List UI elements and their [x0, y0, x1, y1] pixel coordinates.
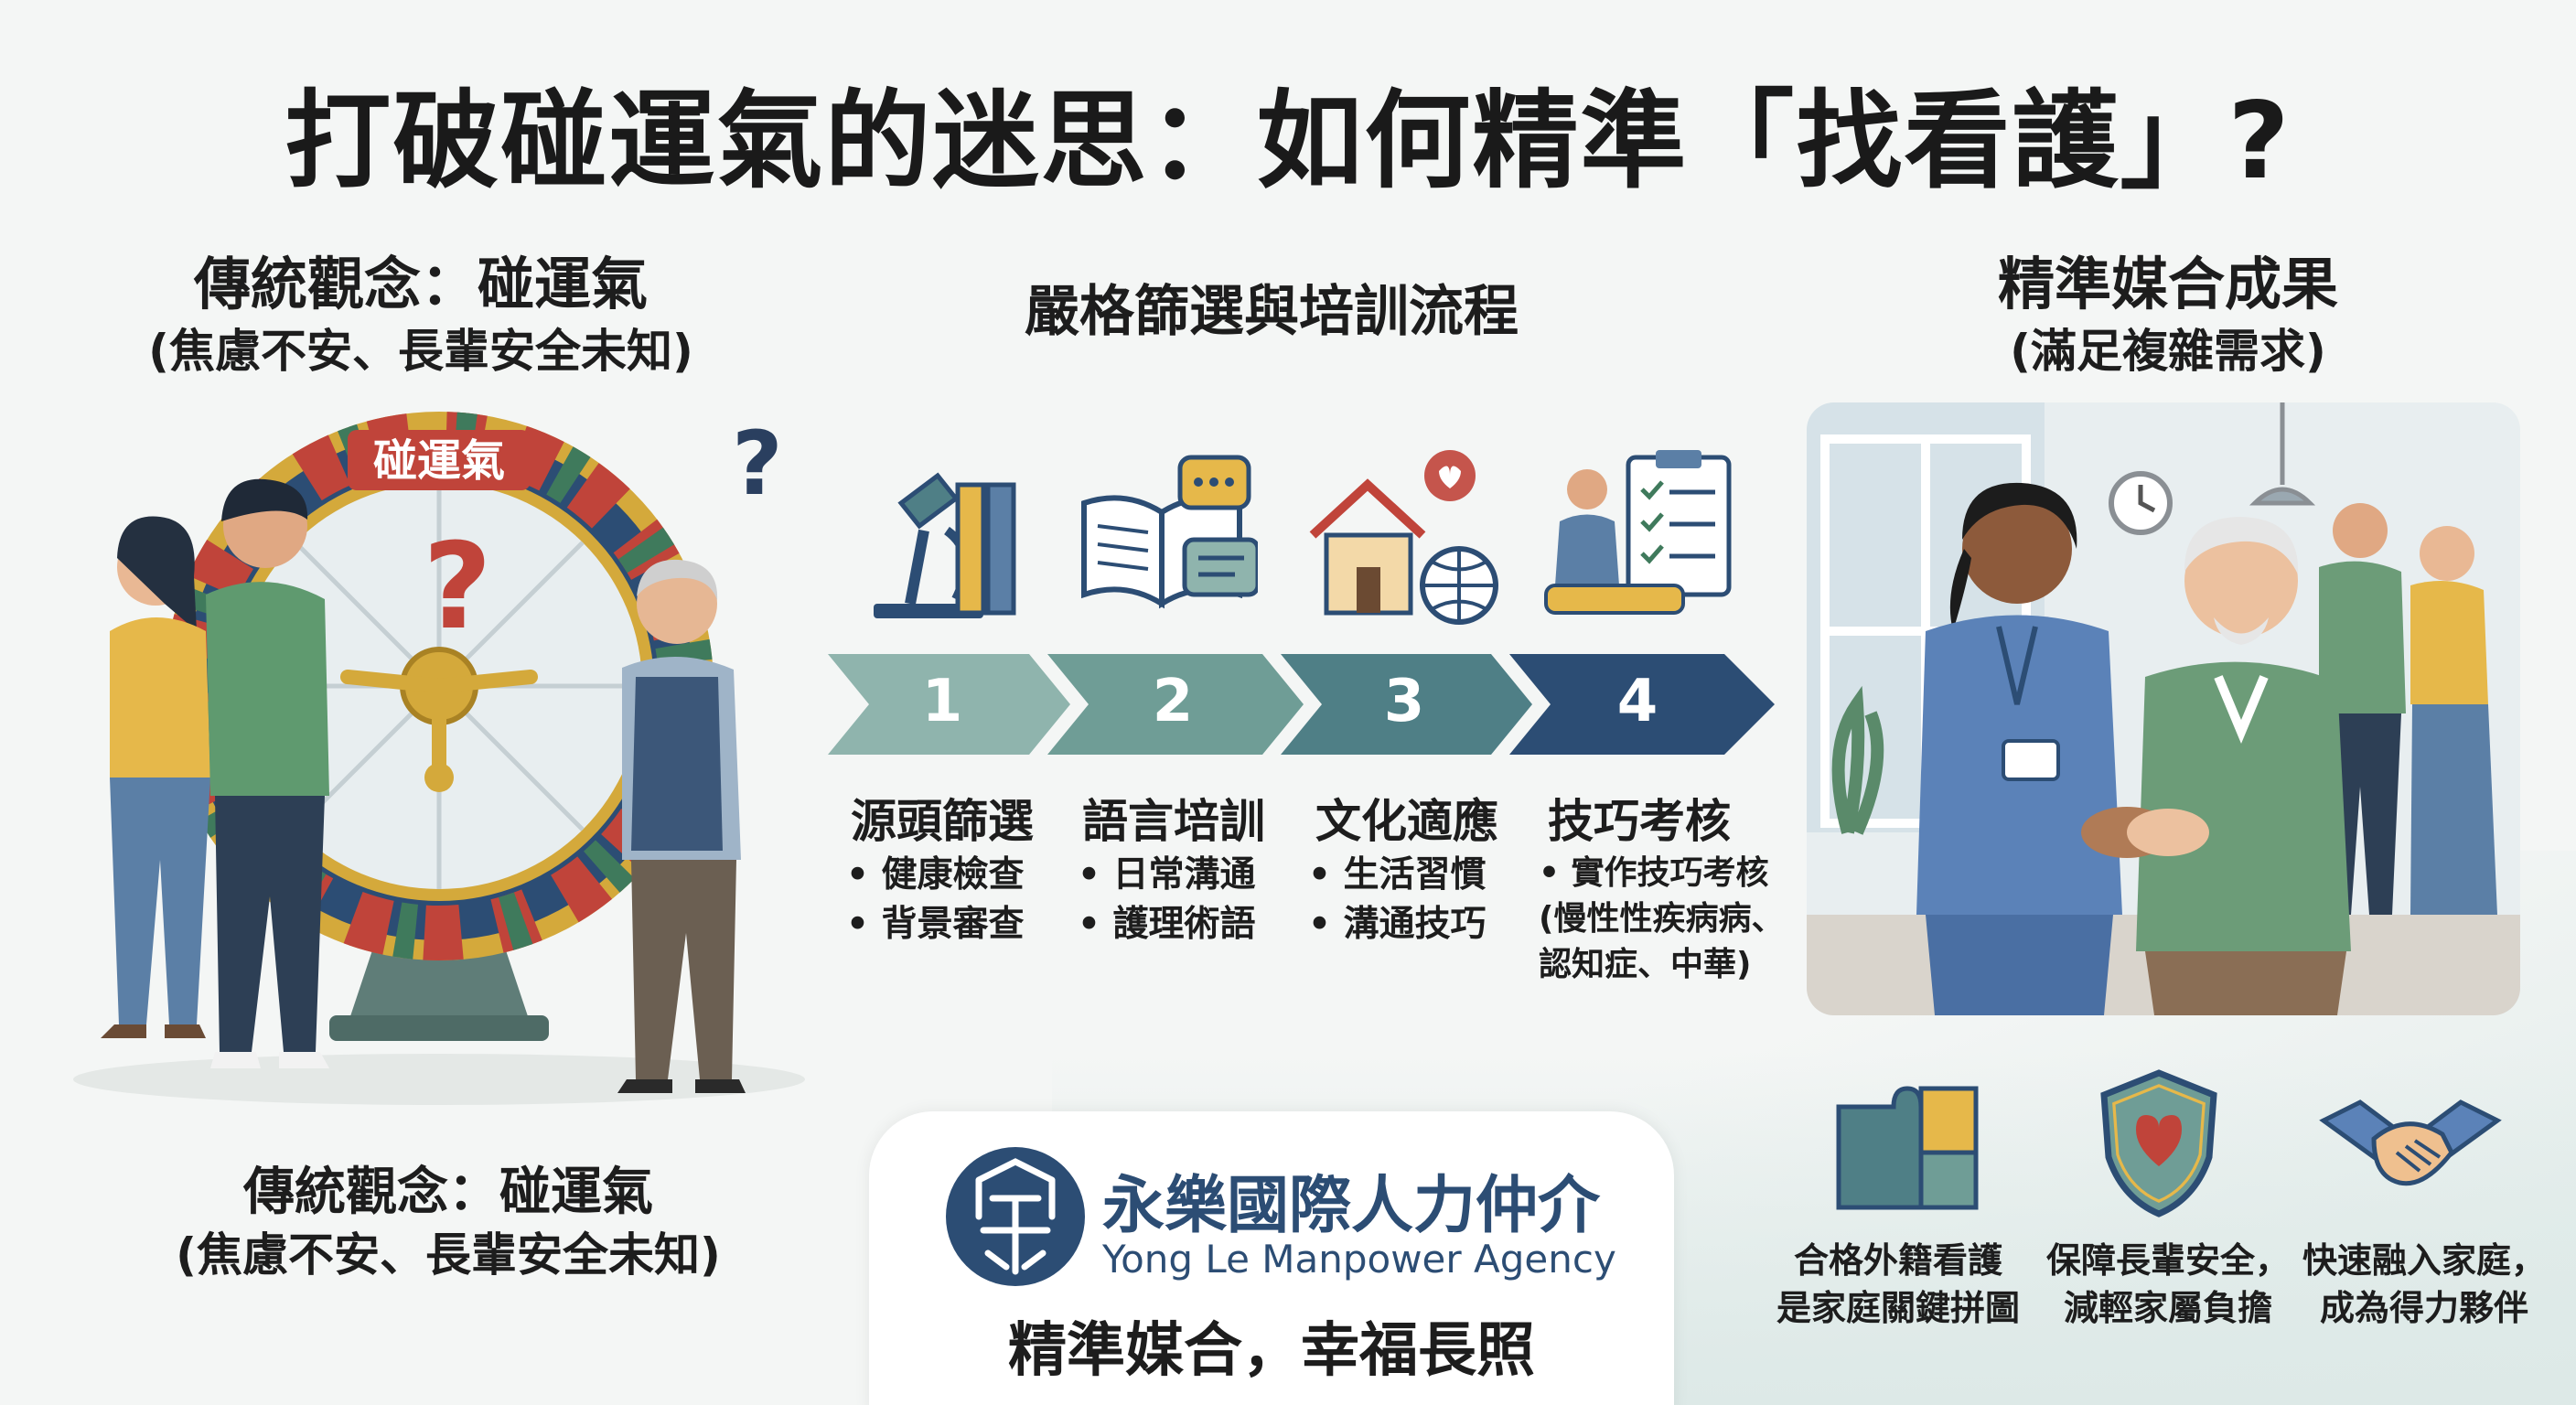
benefit-3-line2: 成為得力夥伴	[2319, 1288, 2528, 1328]
step-4-bullets: • 實作技巧考核 (慢性性疾病病、 認知症、中華)	[1539, 851, 1784, 988]
step-1-title: 源頭篩選	[851, 795, 1034, 848]
step-4-bullet: (慢性性疾病病、	[1539, 900, 1785, 938]
step-3-number: 3	[1383, 668, 1425, 735]
caregiver-checklist-icon	[1544, 450, 1732, 615]
process-heading: 嚴格篩選與培訓流程	[1025, 280, 1519, 344]
microscope-icon	[874, 472, 1016, 618]
step-3-bullet: • 生活習慣	[1308, 854, 1487, 896]
step-3-bullet: • 溝通技巧	[1308, 904, 1487, 945]
result-heading: 精準媒合成果	[1997, 251, 2338, 317]
wheel-label: 碰運氣	[372, 435, 505, 487]
step-4-bullet: • 實作技巧考核	[1539, 854, 1769, 892]
house-globe-icon	[1309, 450, 1498, 625]
step-4-number: 4	[1616, 668, 1658, 735]
step-2-number: 2	[1152, 668, 1194, 735]
benefit-2-line1: 保障長輩安全，	[2045, 1240, 2290, 1281]
page-title: 打破碰運氣的迷思：如何精準「找看護」?	[284, 80, 2292, 203]
wheel-question-mark: ?	[423, 517, 492, 656]
brand-slogan: 精準媒合，幸福長照	[1008, 1317, 1535, 1385]
step-4-title: 技巧考核	[1548, 795, 1731, 848]
puzzle-icon	[1836, 1086, 1979, 1210]
step-2-bullets: • 日常溝通 • 護理術語	[1078, 851, 1256, 949]
book-chat-icon	[1081, 455, 1258, 609]
traditional-bottom-heading: 傳統觀念：碰運氣	[243, 1163, 653, 1222]
step-1-bullet: • 背景審查	[846, 904, 1025, 945]
traditional-heading: 傳統觀念：碰運氣	[193, 251, 648, 317]
benefit-2: 保障長輩安全， 減輕家屬負擔	[2035, 1237, 2301, 1332]
step-2-title: 語言培訓	[1082, 795, 1265, 848]
step-1-bullets: • 健康檢查 • 背景審查	[846, 851, 1025, 949]
benefit-1-line1: 合格外籍看護	[1793, 1240, 2002, 1281]
matching-scene-illustration	[1807, 402, 2520, 1015]
handshake-icon	[2319, 1099, 2502, 1186]
benefit-1: 合格外籍看護 是家庭關鍵拼圖	[1766, 1237, 2031, 1332]
traditional-bottom-block: 傳統觀念：碰運氣 (焦慮不安、長輩安全未知)	[165, 1160, 732, 1284]
svg-text:?: ?	[732, 413, 783, 515]
heart-shield-icon	[2100, 1069, 2217, 1217]
step-3-bullets: • 生活習慣 • 溝通技巧	[1308, 851, 1487, 949]
step-2-bullet: • 日常溝通	[1078, 854, 1256, 896]
process-arrows	[828, 654, 1775, 755]
brand-name-zh: 永樂國際人力仲介	[1102, 1170, 1601, 1242]
traditional-subheading: (焦慮不安、長輩安全未知)	[148, 325, 693, 378]
benefit-3-line1: 快速融入家庭，	[2302, 1240, 2546, 1281]
traditional-bottom-subheading: (焦慮不安、長輩安全未知)	[176, 1228, 721, 1282]
benefit-3: 快速融入家庭， 成為得力夥伴	[2292, 1237, 2557, 1332]
brand-name-en: Yong Le Manpower Agency	[1102, 1237, 1616, 1282]
brand-logo-icon	[946, 1147, 1085, 1286]
benefit-2-line2: 減輕家屬負擔	[2063, 1288, 2272, 1328]
result-heading-block: 精準媒合成果 (滿足複雜需求)	[1875, 247, 2461, 381]
step-1-bullet: • 健康檢查	[846, 854, 1025, 896]
result-subheading: (滿足複雜需求)	[2010, 325, 2326, 378]
step-1-number: 1	[921, 668, 963, 735]
step-4-bullet: 認知症、中華)	[1539, 946, 1752, 983]
benefit-1-line2: 是家庭關鍵拼圖	[1776, 1288, 2020, 1328]
traditional-heading-block: 傳統觀念：碰運氣 (焦慮不安、長輩安全未知)	[119, 247, 723, 381]
luck-wheel-illustration: ?	[73, 412, 805, 1105]
step-2-bullet: • 護理術語	[1078, 904, 1256, 945]
step-3-title: 文化適應	[1315, 795, 1498, 848]
